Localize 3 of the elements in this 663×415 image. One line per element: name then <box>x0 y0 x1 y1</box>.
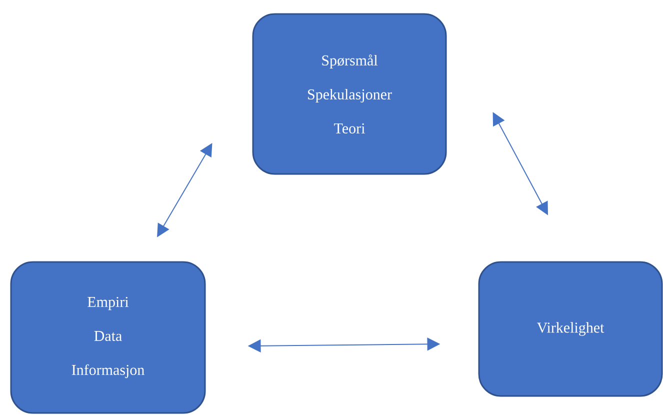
process-box: Empiri Data Informasjon <box>10 261 206 414</box>
process-box: Virkelighet <box>478 261 663 397</box>
process-box: Spørsmål Spekulasjoner Teori <box>252 13 447 175</box>
